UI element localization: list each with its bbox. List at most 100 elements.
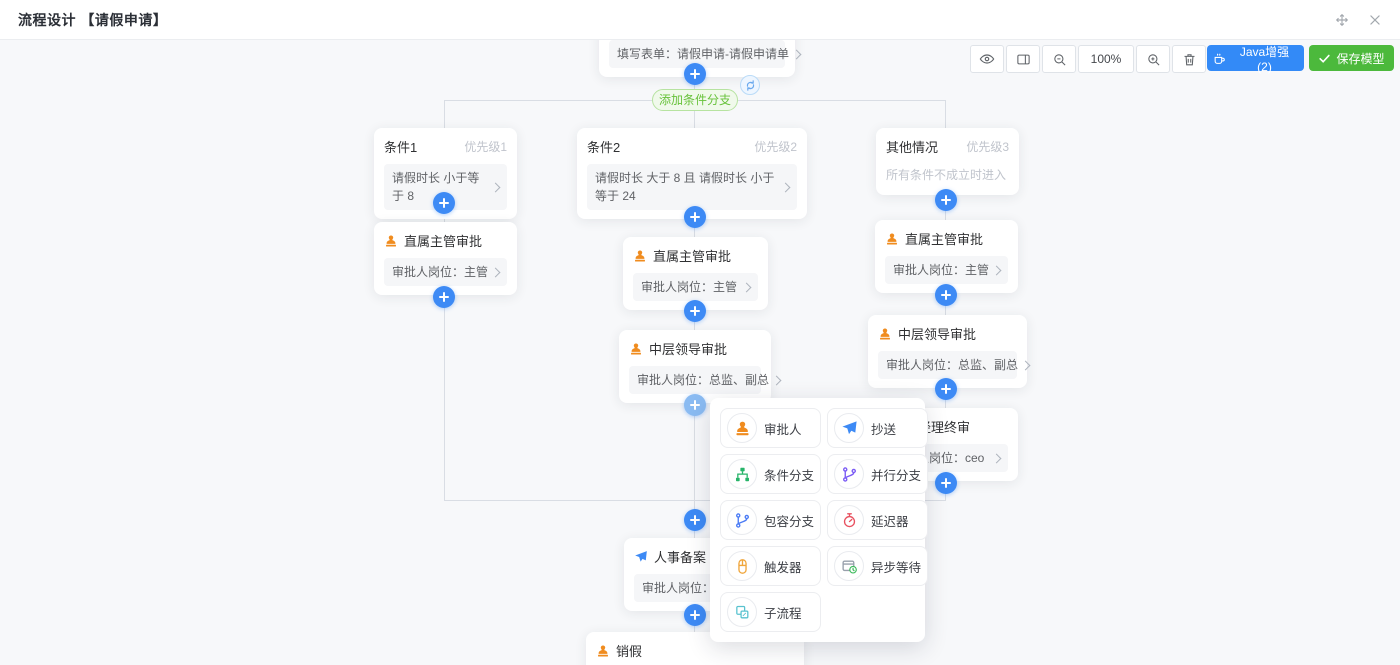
refresh-loop-icon[interactable]: [740, 75, 760, 95]
stamp-icon: [384, 234, 398, 248]
chevron-right-icon: [771, 375, 782, 385]
node-condition-else[interactable]: 其他情况 优先级3 所有条件不成立时进入: [876, 128, 1019, 195]
zoom-level-display: 100%: [1078, 45, 1134, 73]
canvas-toolbar: 100%: [970, 45, 1206, 73]
add-node-button[interactable]: [684, 509, 706, 531]
add-node-button[interactable]: [433, 192, 455, 214]
node-title: 中层领导审批: [649, 342, 728, 357]
add-node-button[interactable]: [433, 286, 455, 308]
add-node-button[interactable]: [684, 206, 706, 228]
chevron-right-icon: [490, 267, 501, 277]
check-icon: [1318, 52, 1331, 65]
node-detail[interactable]: 填写表单：请假申请-请假申请单: [609, 40, 802, 68]
popup-item-trigger[interactable]: 触发器: [720, 546, 822, 586]
trigger-mouse-icon: [727, 551, 757, 581]
parallel-branch-icon: [834, 459, 865, 489]
condition-branch-icon: [727, 459, 757, 489]
stamp-icon: [633, 249, 647, 263]
node-detail[interactable]: 审批人岗位：主管: [633, 273, 758, 301]
chevron-right-icon: [991, 265, 1002, 275]
close-icon[interactable]: [1368, 13, 1382, 27]
node-midlevel-leader-approval[interactable]: 中层领导审批 审批人岗位：总监、副总: [868, 315, 1031, 388]
add-node-button[interactable]: [935, 378, 957, 400]
timer-icon: [834, 505, 865, 535]
minimap-button[interactable]: [1006, 45, 1040, 73]
zoom-out-button[interactable]: [1042, 45, 1076, 73]
page-title: 流程设计 【请假申请】: [18, 11, 168, 28]
add-node-button[interactable]: [684, 63, 706, 85]
zoom-in-button[interactable]: [1136, 45, 1170, 73]
condition-title: 条件2: [587, 140, 621, 155]
save-model-button[interactable]: 保存模型: [1309, 45, 1394, 71]
node-detail[interactable]: 审批人岗位：主管: [885, 256, 1008, 284]
node-detail[interactable]: 审批人岗位：总监、副总: [629, 366, 782, 394]
subprocess-icon: [727, 597, 757, 627]
chevron-right-icon: [490, 182, 501, 192]
condition-expression[interactable]: 请假时长 大于 8 且 请假时长 小于等于 24: [587, 164, 797, 210]
stamp-icon: [885, 232, 899, 246]
send-plane-icon: [834, 413, 865, 443]
priority-badge: 优先级1: [464, 140, 507, 154]
header-bar: 流程设计 【请假申请】: [0, 0, 1400, 40]
condition-expression: 所有条件不成立时进入: [886, 168, 1007, 182]
popup-item-delay[interactable]: 延迟器: [827, 500, 929, 540]
stamp-icon: [727, 413, 757, 443]
flow-canvas[interactable]: 填写表单：请假申请-请假申请单 添加条件分支 条件1 优先级1 请假时长 小于等…: [0, 40, 1400, 665]
java-enhance-button[interactable]: Java增强 (2): [1207, 45, 1304, 74]
condition-title: 条件1: [384, 140, 418, 155]
priority-badge: 优先级2: [754, 140, 797, 154]
zoom-in-icon: [1146, 52, 1161, 67]
popup-item-condition-branch[interactable]: 条件分支: [720, 454, 822, 494]
java-coffee-icon: [1213, 52, 1226, 65]
move-icon[interactable]: [1334, 12, 1350, 28]
node-direct-supervisor-approval[interactable]: 直属主管审批 审批人岗位：主管: [374, 222, 517, 295]
trash-icon: [1182, 52, 1197, 67]
add-condition-branch-button[interactable]: 添加条件分支: [652, 89, 738, 111]
node-midlevel-leader-approval[interactable]: 中层领导审批 审批人岗位：总监、副总: [619, 330, 782, 403]
connector-line: [444, 500, 946, 501]
node-title: 销假: [616, 644, 643, 659]
node-detail[interactable]: 审批人岗位：主管: [384, 258, 507, 286]
add-node-button[interactable]: [935, 472, 957, 494]
delete-button[interactable]: [1172, 45, 1206, 73]
node-title: 人事备案: [654, 550, 707, 565]
popup-item-approver[interactable]: 审批人: [720, 408, 822, 448]
chevron-right-icon: [780, 182, 791, 192]
chevron-right-icon: [791, 49, 802, 59]
popup-item-async-wait[interactable]: 异步等待: [827, 546, 929, 586]
popup-item-subprocess[interactable]: 子流程: [720, 592, 822, 632]
node-title: 直属主管审批: [653, 249, 732, 264]
node-type-popup: 审批人 抄送 条件分支 并行分支 包容分支 延迟器: [710, 398, 929, 642]
popup-item-cc[interactable]: 抄送: [827, 408, 929, 448]
node-condition-1[interactable]: 条件1 优先级1 请假时长 小于等于 8: [374, 128, 517, 219]
send-plane-icon: [634, 550, 648, 564]
node-direct-supervisor-approval[interactable]: 直属主管审批 审批人岗位：主管: [623, 237, 768, 310]
node-detail[interactable]: 审批人岗位：总监、副总: [878, 351, 1031, 379]
inclusive-branch-icon: [727, 505, 757, 535]
preview-button[interactable]: [970, 45, 1004, 73]
form-node-text: 填写表单：请假申请-请假申请单: [617, 47, 789, 61]
stamp-icon: [878, 327, 892, 341]
node-title: 直属主管审批: [905, 232, 984, 247]
node-title: 中层领导审批: [898, 327, 977, 342]
node-condition-2[interactable]: 条件2 优先级2 请假时长 大于 8 且 请假时长 小于等于 24: [577, 128, 807, 219]
priority-badge: 优先级3: [966, 140, 1009, 154]
popup-item-parallel-branch[interactable]: 并行分支: [827, 454, 929, 494]
add-node-button[interactable]: [684, 604, 706, 626]
node-direct-supervisor-approval[interactable]: 直属主管审批 审批人岗位：主管: [875, 220, 1018, 293]
node-title: 直属主管审批: [404, 234, 483, 249]
condition-title: 其他情况: [886, 140, 939, 155]
chevron-right-icon: [741, 282, 752, 292]
chevron-right-icon: [991, 453, 1002, 463]
add-node-button-active[interactable]: [684, 394, 706, 416]
add-node-button[interactable]: [935, 284, 957, 306]
add-node-button[interactable]: [935, 189, 957, 211]
async-wait-icon: [834, 551, 865, 581]
minimap-icon: [1016, 52, 1031, 67]
node-fill-form[interactable]: 填写表单：请假申请-请假申请单: [599, 40, 802, 77]
popup-item-inclusive-branch[interactable]: 包容分支: [720, 500, 822, 540]
zoom-out-icon: [1052, 52, 1067, 67]
add-node-button[interactable]: [684, 300, 706, 322]
eye-icon: [979, 51, 995, 67]
